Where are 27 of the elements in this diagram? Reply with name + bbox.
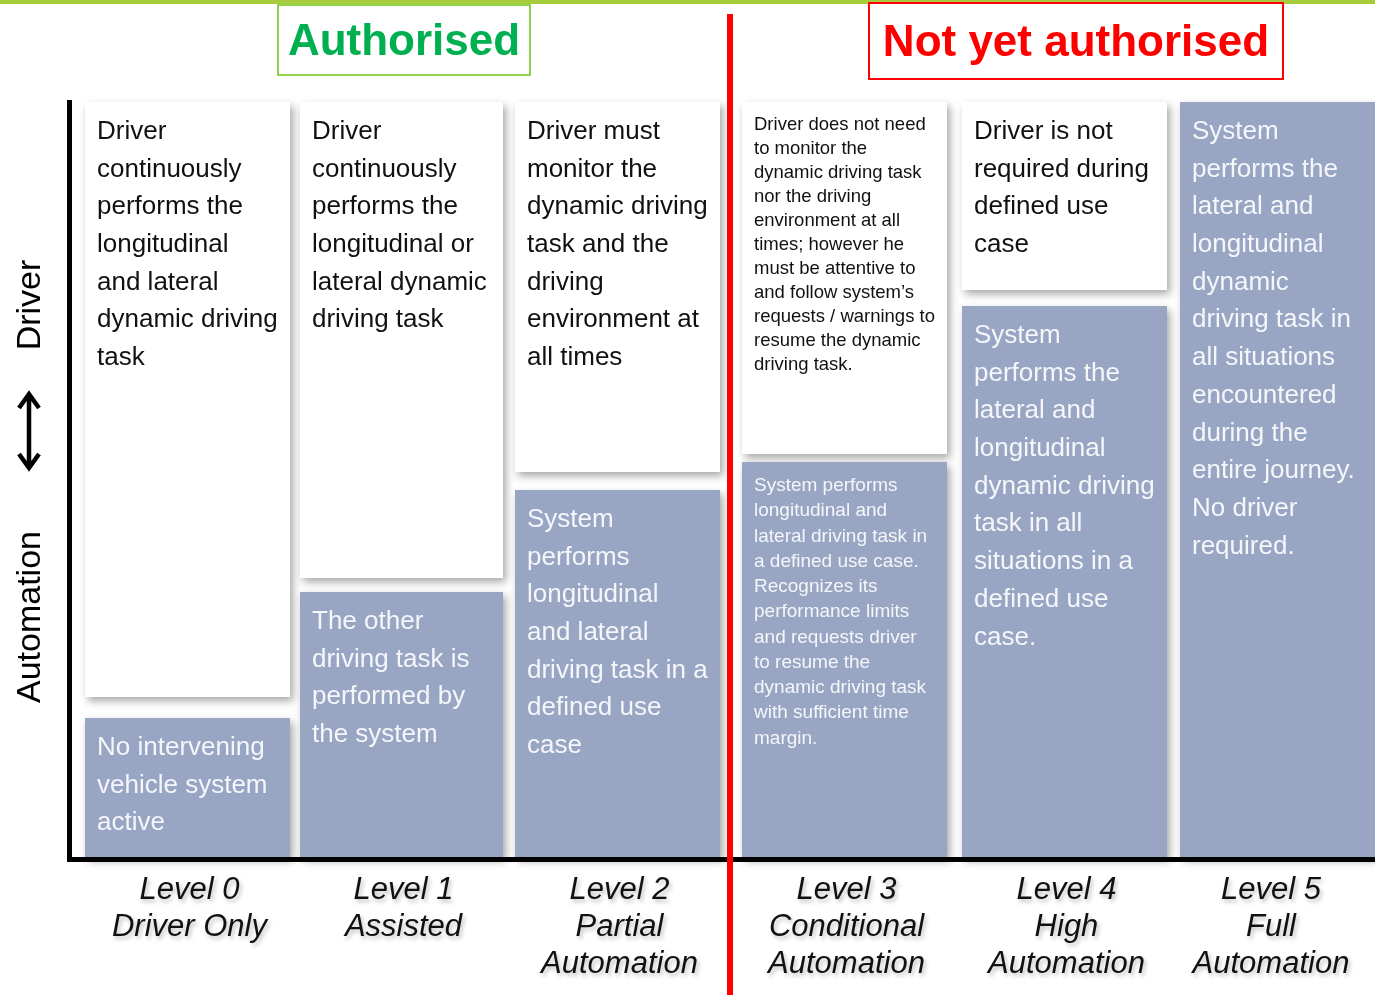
driver-role-box: Driver must monitor the dynamic driving task and the driving environment at all times xyxy=(515,102,720,472)
system-role-box: System performs longitudinal and lateral driving task in a defined use case xyxy=(515,490,720,857)
system-role-box: System performs the lateral and longitudinal dynamic driving task in all situations encountered during the entire journey. No driver required. xyxy=(1180,102,1375,857)
level-label: Assisted xyxy=(344,907,463,945)
driver-role-box: Driver does not need to monitor the dynamic driving task nor the driving environment at all times; however he must be attentive to and follow system’s requests / warnings to resume the dynamic driving task. xyxy=(742,102,947,454)
category-box: Authorised xyxy=(277,4,531,76)
system-role-box: No intervening vehicle system active xyxy=(85,718,290,857)
level-label: Full Automation xyxy=(1190,907,1351,982)
level-label: Conditional Automation xyxy=(765,907,926,982)
driver-role-box: Driver continuously performs the longitudinal or lateral dynamic driving task xyxy=(300,102,503,578)
level-label: Level 4 xyxy=(1016,870,1117,908)
level-label: Level 2 xyxy=(569,870,670,908)
level-label: Level 0 xyxy=(139,870,240,908)
category-box: Not yet authorised xyxy=(868,2,1284,80)
axis-label: Automation xyxy=(8,531,48,703)
driver-role-box: Driver continuously performs the longitudinal and lateral dynamic driving task xyxy=(85,102,290,697)
axis-label: Driver xyxy=(8,259,48,351)
level-label: Partial Automation xyxy=(538,907,699,982)
system-role-box: System performs longitudinal and lateral driving task in a defined use case. Recognizes its performance limits and requests driver to resume the dynamic driving task with sufficient time margin. xyxy=(742,462,947,857)
level-label: Level 1 xyxy=(353,870,454,908)
system-role-box: System performs the lateral and longitudinal dynamic driving task in all situations in a defined use case. xyxy=(962,306,1167,857)
system-role-box: The other driving task is performed by the system xyxy=(300,592,503,857)
level-label: Level 3 xyxy=(796,870,897,908)
driver-role-box: Driver is not required during defined use case xyxy=(962,102,1167,290)
level-label: High Automation xyxy=(985,907,1146,982)
level-label: Level 5 xyxy=(1221,870,1321,908)
level-label: Driver Only xyxy=(112,907,267,945)
